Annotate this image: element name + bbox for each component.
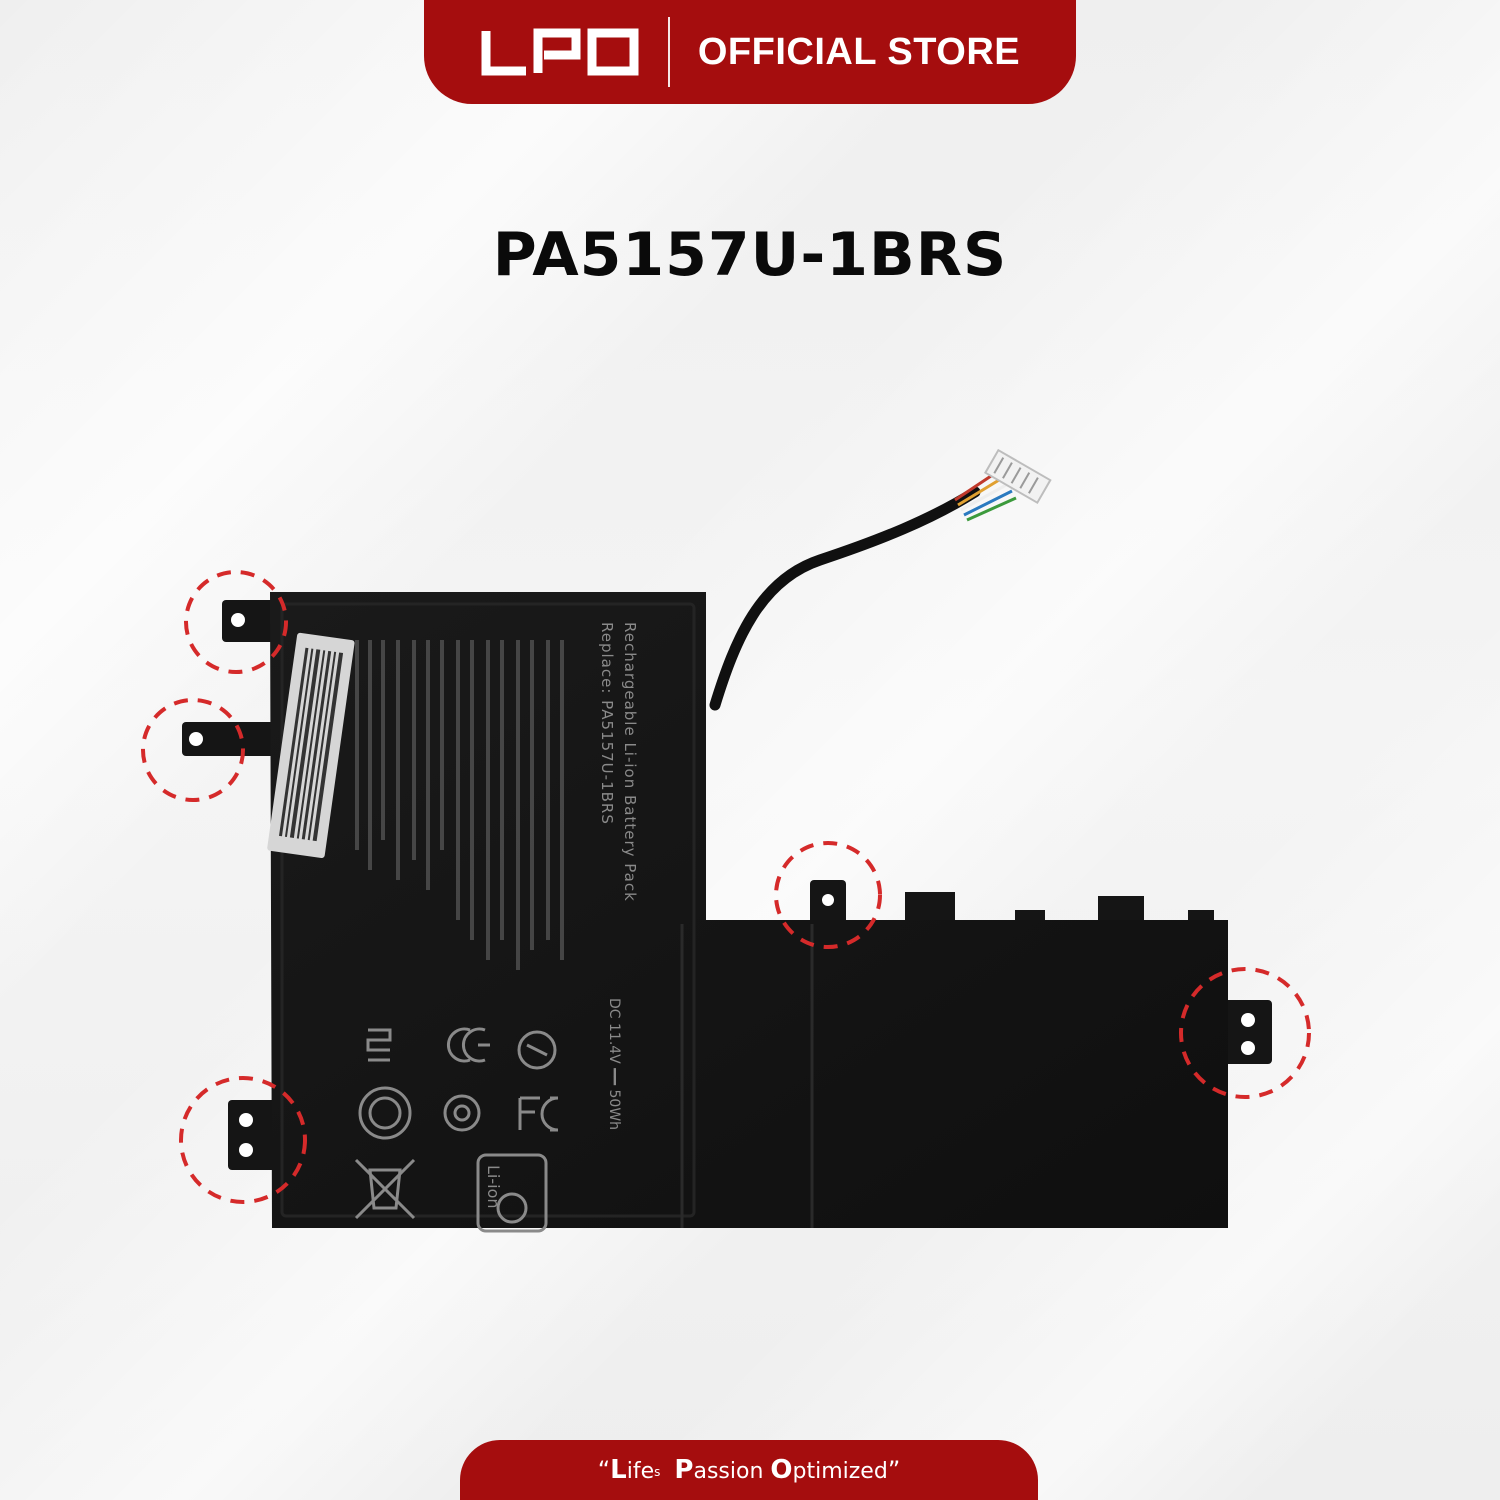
banner-divider (667, 17, 670, 87)
ce-mark-icon (447, 1027, 490, 1063)
certification-marks (354, 1027, 559, 1233)
cell-seams (280, 602, 814, 1228)
li-ion-label: Li-ion (484, 1165, 503, 1209)
cert-circle-icon (517, 1030, 557, 1070)
cert-mark-icon (366, 1028, 392, 1062)
highlight-circles (141, 570, 1311, 1204)
battery-label-line1: Rechargeable Li-ion Battery Pack (621, 622, 639, 902)
tagline-banner: “Lifes Passion Optimized” (460, 1440, 1038, 1500)
highlight-circle-right (1179, 967, 1311, 1099)
recycle-arrow-icon (443, 1094, 481, 1132)
battery-body (270, 592, 1228, 1228)
highlight-circle-bottom-left (179, 1076, 307, 1204)
official-store-label: OFFICIAL STORE (697, 30, 1021, 73)
label-text-lines (355, 640, 564, 970)
highlight-circle-top-left (184, 570, 288, 674)
tagline: “Lifes Passion Optimized” (597, 1455, 901, 1485)
lpo-logo (481, 28, 639, 76)
product-model-title: PA5157U-1BRS (492, 220, 1008, 290)
cert-seal-icon (358, 1086, 412, 1140)
store-banner: OFFICIAL STORE (424, 0, 1076, 104)
battery-label-line2: Replace: PA5157U-1BRS (598, 622, 616, 825)
battery-rating: DC 11.4V ━━ 50Wh (606, 998, 622, 1130)
highlight-circle-center (774, 841, 882, 949)
barcode-sticker (267, 632, 355, 859)
highlight-circle-left (141, 698, 245, 802)
weee-bin-icon (354, 1158, 416, 1220)
fc-mark-icon (518, 1096, 559, 1132)
tab-holes (189, 613, 1255, 1157)
battery-cable (709, 486, 981, 711)
li-ion-recycle-icon (476, 1153, 548, 1233)
battery-connector (983, 448, 1052, 505)
